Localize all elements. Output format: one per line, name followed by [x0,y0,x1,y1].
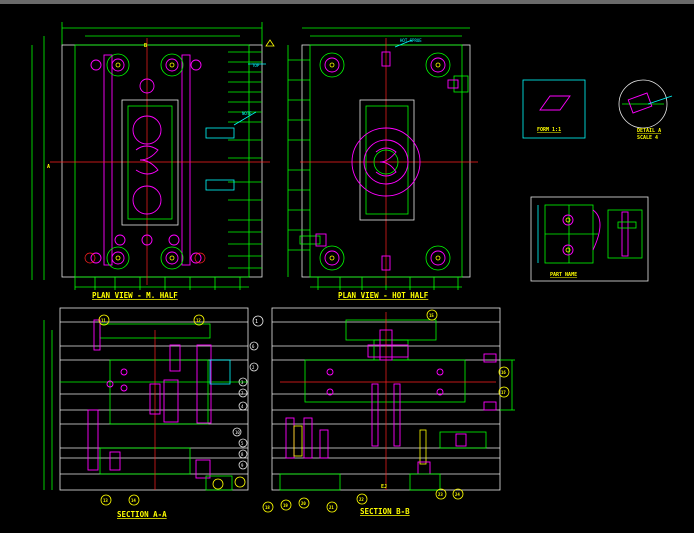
section-aa-title: SECTION A-A [117,510,167,519]
svg-text:13: 13 [103,498,108,503]
svg-text:10: 10 [235,430,240,435]
svg-text:20: 20 [301,501,306,506]
detail-a-scale: SCALE 4 [637,135,658,141]
svg-text:21: 21 [329,505,334,510]
svg-text:1: 1 [255,319,258,325]
svg-text:12: 12 [196,318,201,323]
section-a-a: 1 6 2 3 7 4 10 5 8 9 11 12 13 14 SECTION… [43,307,264,519]
section-aa-balloons: 1 6 2 3 7 4 10 5 8 9 11 12 13 14 [98,314,264,506]
section-bb-balloons: 15 16 17 18 19 20 21 22 23 24 [262,309,510,513]
detail-a: DETAIL A SCALE 4 [618,79,673,141]
svg-text:7: 7 [241,391,244,396]
detail-a-label: DETAIL A [637,128,661,134]
plan-view-hot-title: PLAN VIEW - HOT HALF [338,291,429,300]
svg-text:HOT SPRUE: HOT SPRUE [400,38,422,43]
svg-text:5: 5 [241,441,244,446]
svg-text:EJ: EJ [381,484,387,490]
svg-text:A: A [47,164,50,170]
section-b-b: EJ 15 16 17 18 19 20 21 22 23 24 SECTION… [262,307,515,516]
plan-view-moving-half: NOTE TOP B A PLAN VIEW - M. HALF [31,22,275,300]
svg-text:NOTE: NOTE [242,111,252,116]
svg-text:2: 2 [252,365,255,370]
svg-text:23: 23 [438,492,443,497]
plan-view-hot-half: HOT SPRUE PLAN VIEW - HOT HALF [287,27,478,300]
svg-text:11: 11 [101,318,106,323]
svg-text:15: 15 [429,313,434,318]
svg-text:6: 6 [252,344,255,349]
svg-text:19: 19 [283,503,288,508]
svg-text:17: 17 [501,390,506,395]
svg-text:9: 9 [241,463,244,468]
form-detail-box: FORM 1:1 [522,79,586,139]
section-bb-title: SECTION B-B [360,507,410,516]
svg-text:18: 18 [265,505,270,510]
svg-text:TOP: TOP [252,63,260,68]
form-label: FORM 1:1 [537,127,561,133]
svg-text:24: 24 [455,492,460,497]
svg-text:22: 22 [359,497,364,502]
part-name-label: PART NAME [550,272,577,278]
window-top-bar [0,0,694,4]
svg-text:B: B [144,43,147,49]
svg-text:3: 3 [241,380,244,385]
svg-text:14: 14 [131,498,136,503]
part-name-box: PART NAME [530,196,649,282]
svg-text:4: 4 [241,404,244,409]
svg-text:8: 8 [241,452,244,457]
plan-view-mh-title: PLAN VIEW - M. HALF [92,291,178,300]
svg-text:16: 16 [501,370,506,375]
